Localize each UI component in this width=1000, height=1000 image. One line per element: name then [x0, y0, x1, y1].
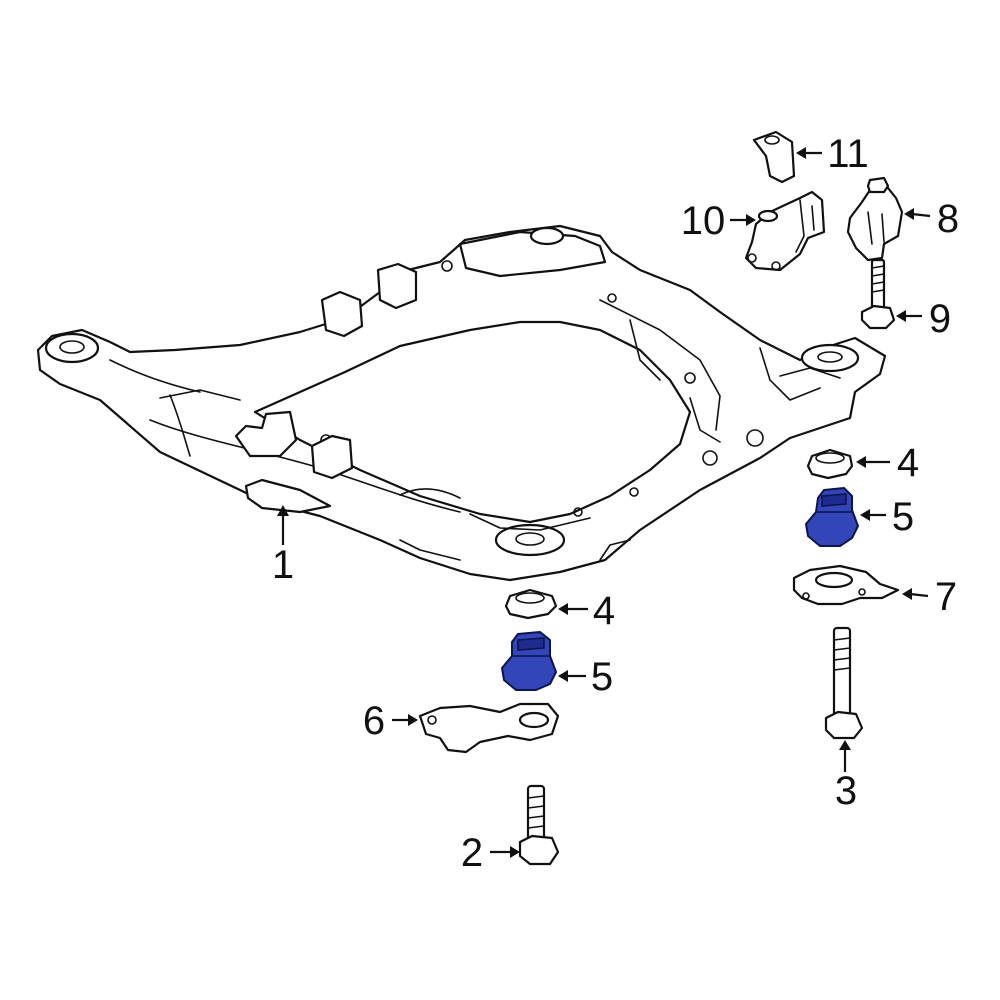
arrowhead-icon: [839, 740, 851, 750]
callout-4-left: 4: [593, 589, 615, 633]
mount-bracket-part-8[interactable]: [846, 176, 904, 262]
leader-lines: [277, 147, 931, 858]
bushing-part-5-right[interactable]: [805, 487, 859, 547]
arrowhead-icon: [558, 603, 568, 615]
arrowhead-icon: [796, 147, 806, 159]
arrowhead-icon: [277, 505, 289, 516]
leader-8: [911, 212, 931, 218]
bracket-part-11[interactable]: [752, 130, 796, 184]
callout-6: 6: [363, 699, 385, 743]
callout-labels: 1 2 3 4 4 5 5 6 7 8 9 10 11: [272, 132, 959, 875]
washer-part-4-left[interactable]: [504, 588, 558, 620]
washer-part-4-right[interactable]: [806, 448, 854, 480]
bolt-part-3[interactable]: [824, 626, 864, 740]
callout-4-right: 4: [897, 441, 919, 485]
callout-5-right: 5: [892, 495, 914, 539]
lower-bracket-part-6[interactable]: [418, 702, 560, 754]
arrowhead-icon: [860, 509, 870, 521]
callout-11: 11: [827, 132, 869, 176]
callout-7: 7: [935, 575, 957, 619]
mount-bracket-part-10[interactable]: [744, 190, 826, 272]
callout-9: 9: [929, 297, 951, 341]
callout-2: 2: [461, 831, 483, 875]
arrowhead-icon: [408, 714, 418, 726]
bolt-part-9[interactable]: [860, 258, 896, 330]
subframe-part[interactable]: [36, 224, 887, 582]
arrowhead-icon: [510, 846, 520, 858]
arrowhead-icon: [902, 588, 912, 600]
callout-8: 8: [937, 197, 959, 241]
arrowhead-icon: [856, 456, 866, 468]
callout-1: 1: [272, 543, 294, 587]
stopper-plate-part-7[interactable]: [792, 564, 900, 606]
callout-5-left: 5: [591, 655, 613, 699]
leader-7: [909, 592, 929, 598]
callout-3: 3: [835, 769, 857, 813]
bushing-part-5-left[interactable]: [501, 631, 557, 691]
bolt-part-2[interactable]: [518, 784, 560, 866]
arrowhead-icon: [896, 310, 906, 322]
arrowhead-icon: [558, 670, 568, 682]
arrowhead-icon: [746, 214, 756, 226]
callout-10: 10: [681, 199, 726, 243]
arrowhead-icon: [904, 208, 914, 220]
